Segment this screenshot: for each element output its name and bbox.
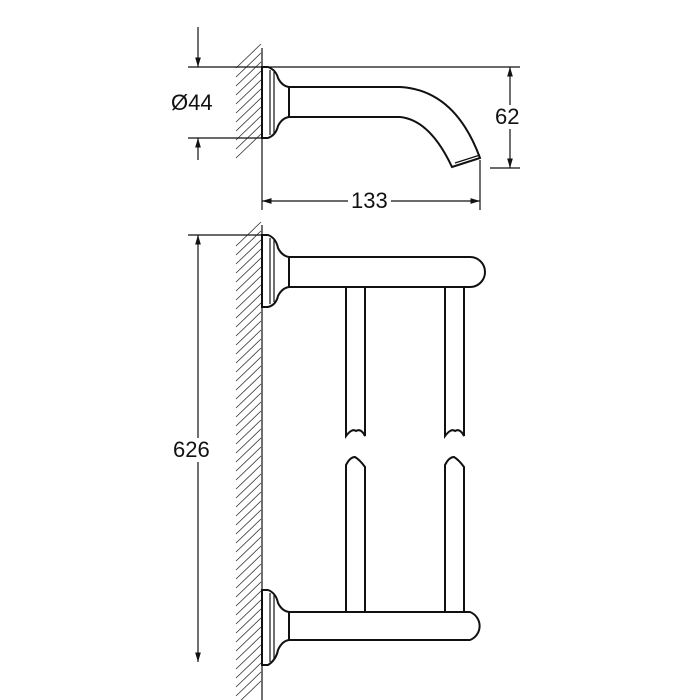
hatch-line: [235, 626, 262, 652]
hatch-line: [235, 383, 262, 409]
hanging-bar: [345, 285, 366, 439]
hatch-line: [235, 320, 262, 346]
hatch-line: [235, 266, 262, 292]
hatch-line: [235, 338, 262, 364]
rosette: [261, 234, 290, 308]
hanging-bar: [444, 455, 465, 613]
hatch-line: [235, 248, 262, 274]
hatch-line: [235, 365, 262, 391]
hatch-line: [235, 374, 262, 400]
hatch-line: [235, 554, 262, 580]
hatch-line: [235, 662, 262, 688]
hatch-line: [235, 401, 262, 427]
hanging-bar: [345, 455, 366, 613]
rosette: [261, 589, 290, 666]
hatch-line: [235, 536, 262, 562]
diameter-label: Ø44: [168, 91, 216, 115]
wall-hatch-top: [235, 43, 262, 159]
hatch-line: [235, 302, 262, 328]
hatch-line: [235, 527, 262, 553]
top-view-spout: [188, 27, 520, 210]
hatch-line: [235, 491, 262, 517]
hatch-line: [235, 644, 262, 670]
hatch-line: [235, 608, 262, 634]
hatch-line: [235, 410, 262, 436]
hatch-line: [235, 43, 262, 69]
hatch-line: [235, 599, 262, 625]
hatch-line: [235, 347, 262, 373]
hanging-bar: [444, 285, 465, 439]
front-view-towel-rail: [188, 221, 486, 700]
hatch-line: [235, 257, 262, 283]
hatch-line: [235, 97, 262, 123]
hatch-line: [235, 509, 262, 535]
rosette: [261, 66, 290, 139]
hatch-line: [235, 79, 262, 105]
hatch-line: [235, 653, 262, 679]
hatch-line: [235, 293, 262, 319]
hatch-line: [235, 239, 262, 265]
hatch-line: [235, 437, 262, 463]
hatch-line: [235, 106, 262, 132]
hatch-line: [235, 124, 262, 150]
hatch-line: [235, 356, 262, 382]
hatch-line: [235, 581, 262, 607]
hatch-line: [235, 590, 262, 616]
hatch-line: [240, 680, 262, 700]
hatch-line: [235, 545, 262, 571]
hatch-line: [235, 500, 262, 526]
hatch-line: [235, 115, 262, 141]
hatch-line: [235, 61, 262, 87]
hatch-line: [235, 70, 262, 96]
hatch-line: [235, 428, 262, 454]
hatch-line: [235, 392, 262, 418]
hatch-line: [235, 284, 262, 310]
hatch-line: [235, 671, 262, 697]
spout: [288, 86, 482, 169]
hatch-line: [235, 572, 262, 598]
hatch-line: [235, 455, 262, 481]
wall-hatch-bottom: [235, 221, 262, 700]
top-arm: [288, 256, 486, 288]
hatch-line: [235, 329, 262, 355]
hatch-line: [235, 52, 262, 78]
hatch-line: [235, 311, 262, 337]
hatch-line: [235, 617, 262, 643]
hatch-line: [235, 88, 262, 114]
hatch-line: [235, 446, 262, 472]
hatch-line: [235, 275, 262, 301]
hatch-line: [235, 464, 262, 490]
hatch-line: [235, 419, 262, 445]
hatch-line: [235, 563, 262, 589]
hatch-line: [235, 635, 262, 661]
projection-label: 133: [348, 189, 391, 213]
hatch-line: [235, 518, 262, 544]
bottom-arm: [288, 611, 481, 641]
hatch-line: [235, 221, 262, 247]
height-offset-label: 62: [492, 105, 523, 129]
overall-height-label: 626: [170, 438, 213, 462]
hatch-line: [235, 482, 262, 508]
hatch-line: [235, 473, 262, 499]
